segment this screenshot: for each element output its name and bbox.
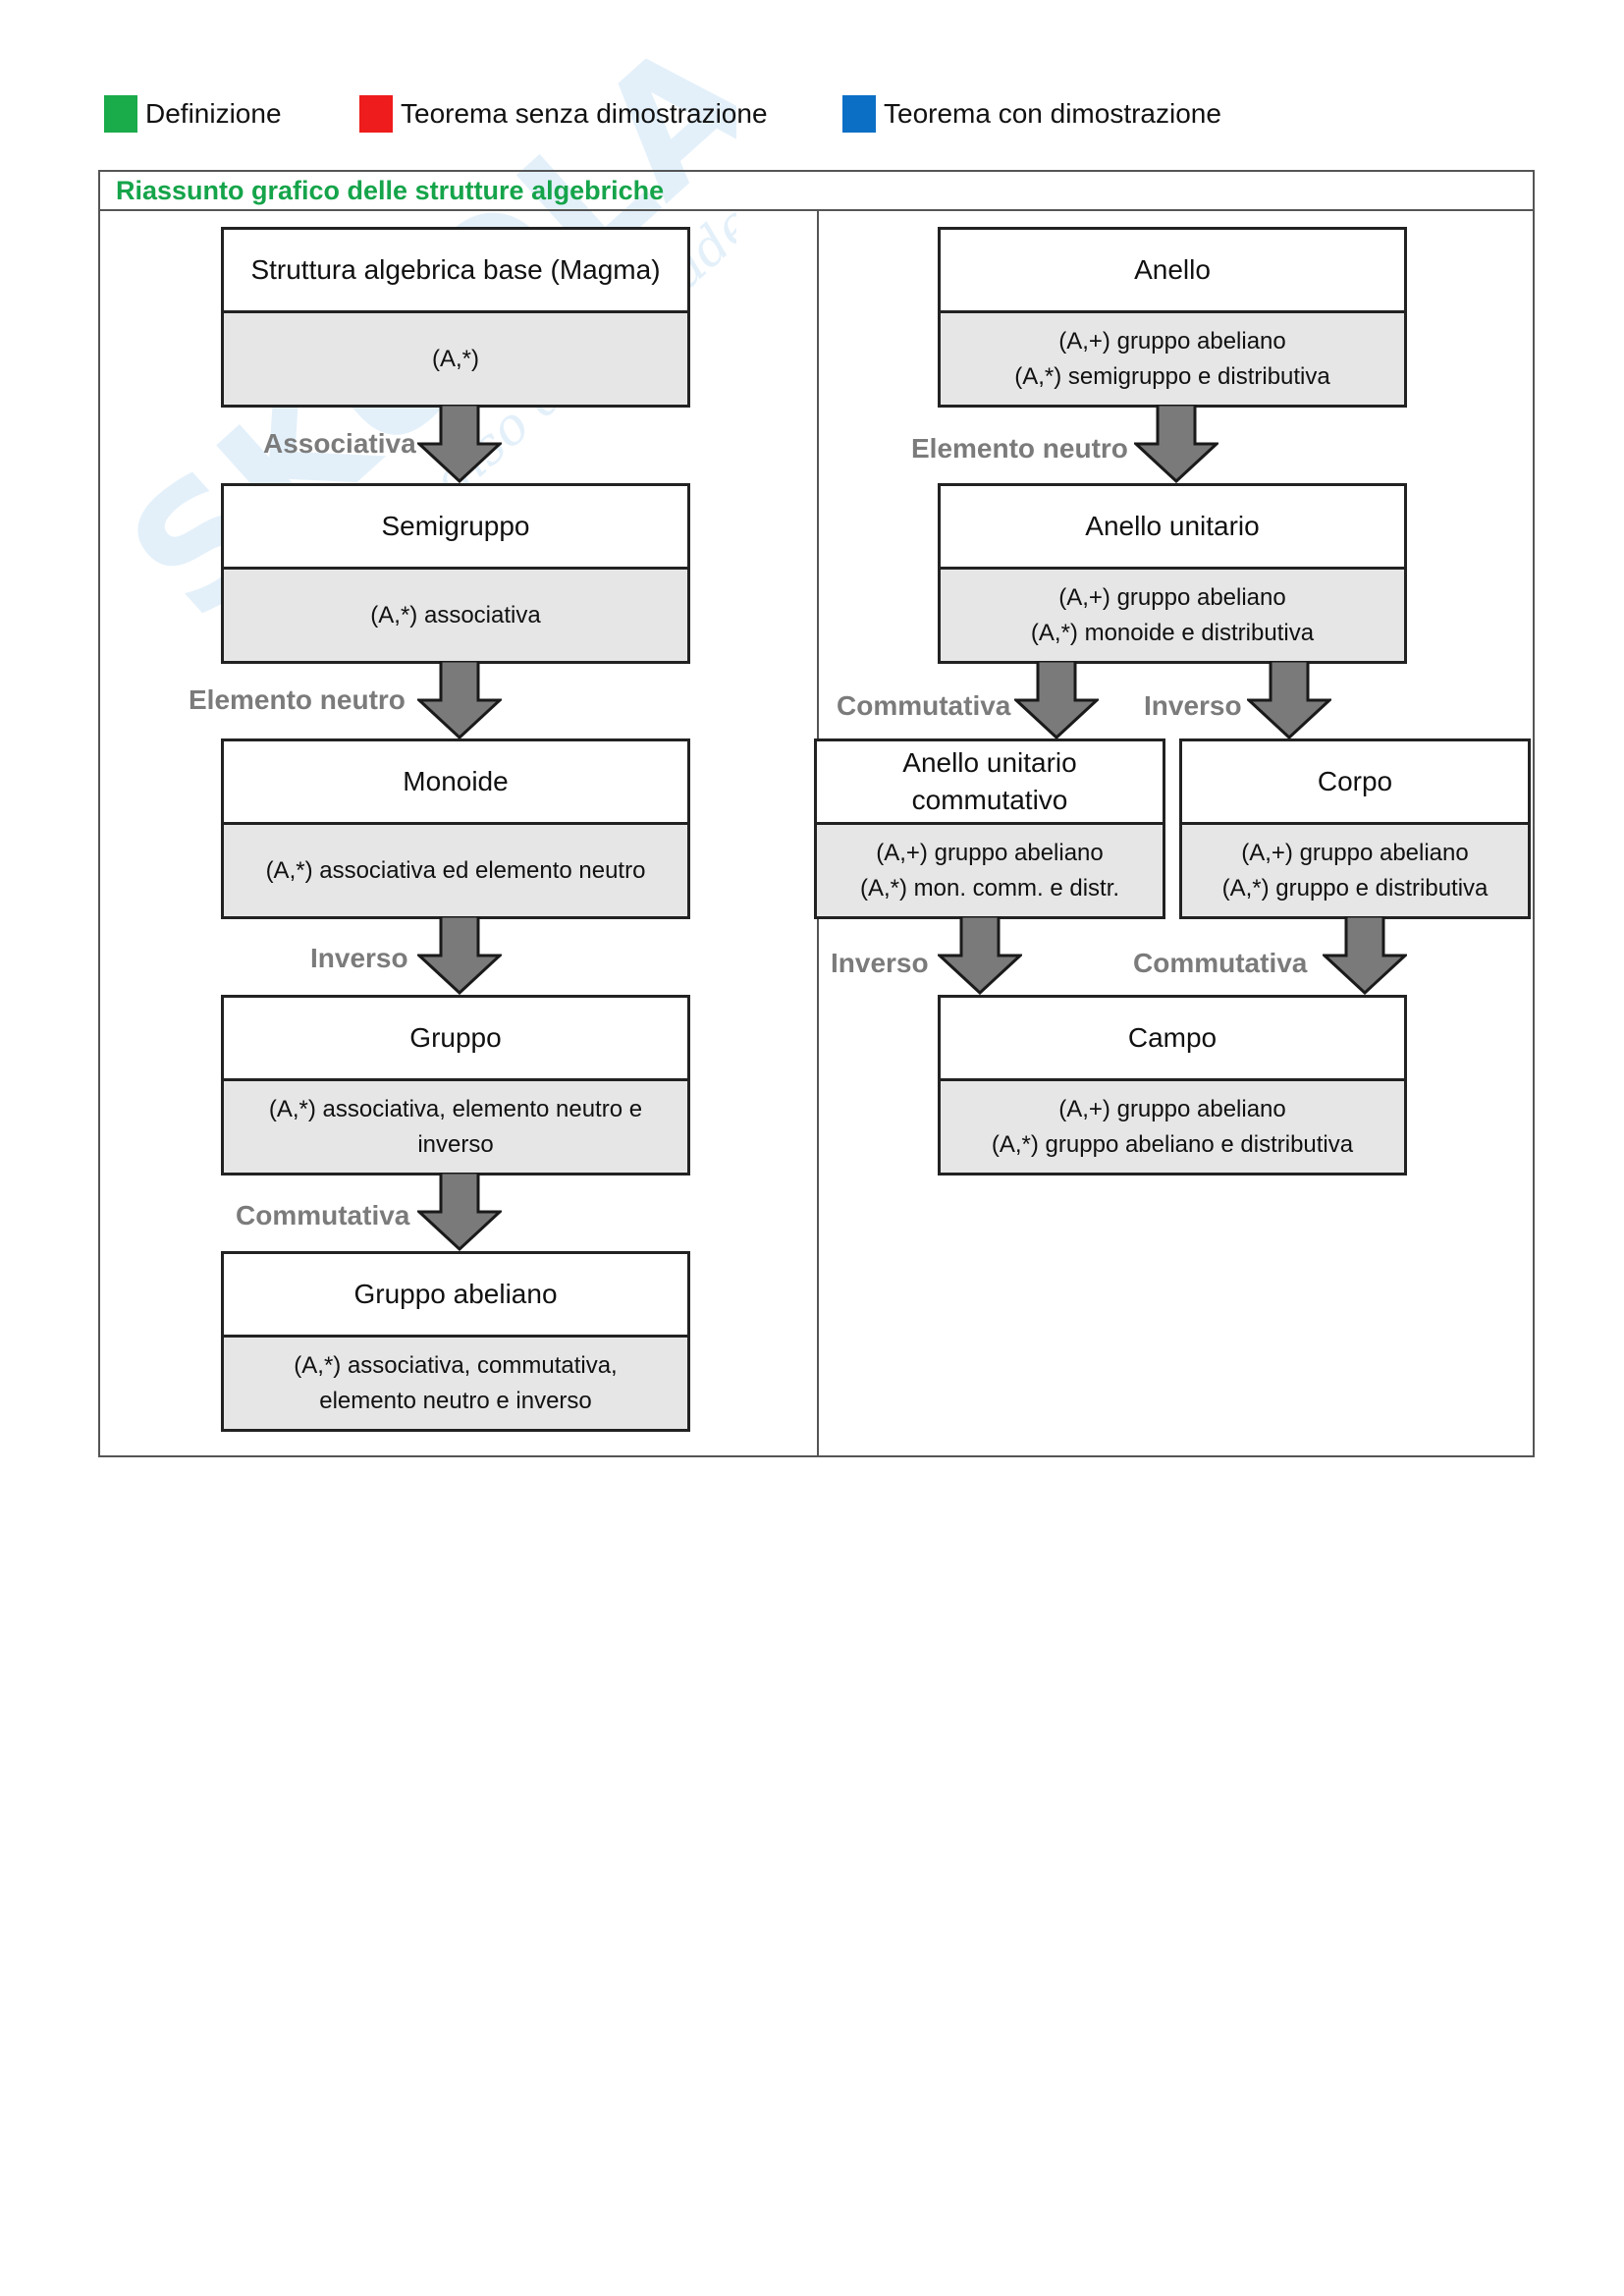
- node-body: (A,*) associativa: [224, 570, 687, 661]
- node-body: (A,+) gruppo abeliano (A,*) semigruppo e…: [941, 313, 1404, 405]
- edge-label-inverso: Inverso: [831, 948, 929, 978]
- node-body: (A,*) associativa, elemento neutro e inv…: [224, 1081, 687, 1173]
- node-magma: Struttura algebrica base (Magma) (A,*): [221, 227, 690, 408]
- node-body: (A,+) gruppo abeliano (A,*) gruppo e dis…: [1182, 825, 1528, 916]
- legend-item-teorema-senza: Teorema senza dimostrazione: [359, 94, 768, 134]
- section-title: Riassunto grafico delle strutture algebr…: [116, 176, 665, 205]
- arrow-down-icon: [417, 661, 502, 739]
- red-swatch-icon: [359, 95, 393, 133]
- edge-label-associativa: Associativa: [263, 428, 416, 459]
- node-anello-unitario-commutativo: Anello unitario commutativo (A,+) gruppo…: [814, 738, 1165, 919]
- legend-label: Teorema senza dimostrazione: [401, 98, 768, 129]
- node-title: Anello unitario commutativo: [817, 741, 1163, 825]
- node-title: Campo: [941, 998, 1404, 1081]
- edge-label-inverso: Inverso: [310, 943, 408, 973]
- legend: Definizione Teorema senza dimostrazione …: [104, 94, 1341, 134]
- edge-label-commutativa: Commutativa: [1133, 948, 1308, 978]
- node-body: (A,*) associativa, commutativa, elemento…: [224, 1338, 687, 1429]
- edge-label-elemento-neutro: Elemento neutro: [911, 433, 1128, 464]
- node-body: (A,+) gruppo abeliano (A,*) mon. comm. e…: [817, 825, 1163, 916]
- arrow-down-icon: [1134, 405, 1218, 483]
- node-title: Anello: [941, 230, 1404, 313]
- node-gruppo-abeliano: Gruppo abeliano (A,*) associativa, commu…: [221, 1251, 690, 1432]
- arrow-down-icon: [417, 1173, 502, 1251]
- arrow-down-icon: [1014, 661, 1099, 739]
- arrow-down-icon: [1323, 916, 1407, 995]
- node-body: (A,*): [224, 313, 687, 405]
- arrow-down-icon: [417, 405, 502, 483]
- node-title: Gruppo: [224, 998, 687, 1081]
- node-title: Gruppo abeliano: [224, 1254, 687, 1338]
- node-semigruppo: Semigruppo (A,*) associativa: [221, 483, 690, 664]
- arrow-down-icon: [417, 916, 502, 995]
- node-body: (A,+) gruppo abeliano (A,*) monoide e di…: [941, 570, 1404, 661]
- edge-label-elemento-neutro: Elemento neutro: [189, 684, 406, 715]
- node-monoide: Monoide (A,*) associativa ed elemento ne…: [221, 738, 690, 919]
- node-title: Semigruppo: [224, 486, 687, 570]
- node-corpo: Corpo (A,+) gruppo abeliano (A,*) gruppo…: [1179, 738, 1531, 919]
- node-title: Monoide: [224, 741, 687, 825]
- legend-label: Definizione: [145, 98, 282, 129]
- node-body: (A,+) gruppo abeliano (A,*) gruppo abeli…: [941, 1081, 1404, 1173]
- node-title: Corpo: [1182, 741, 1528, 825]
- edge-label-commutativa: Commutativa: [236, 1200, 410, 1230]
- node-anello-unitario: Anello unitario (A,+) gruppo abeliano (A…: [938, 483, 1407, 664]
- node-gruppo: Gruppo (A,*) associativa, elemento neutr…: [221, 995, 690, 1175]
- node-campo: Campo (A,+) gruppo abeliano (A,*) gruppo…: [938, 995, 1407, 1175]
- arrow-down-icon: [938, 916, 1022, 995]
- legend-item-definizione: Definizione: [104, 94, 282, 134]
- node-title: Anello unitario: [941, 486, 1404, 570]
- green-swatch-icon: [104, 95, 137, 133]
- blue-swatch-icon: [842, 95, 876, 133]
- arrow-down-icon: [1247, 661, 1331, 739]
- node-body: (A,*) associativa ed elemento neutro: [224, 825, 687, 916]
- node-anello: Anello (A,+) gruppo abeliano (A,*) semig…: [938, 227, 1407, 408]
- node-title: Struttura algebrica base (Magma): [224, 230, 687, 313]
- section-header: Riassunto grafico delle strutture algebr…: [100, 172, 1533, 211]
- edge-label-inverso: Inverso: [1144, 690, 1242, 721]
- legend-label: Teorema con dimostrazione: [884, 98, 1221, 129]
- legend-item-teorema-con: Teorema con dimostrazione: [842, 94, 1221, 134]
- edge-label-commutativa: Commutativa: [837, 690, 1011, 721]
